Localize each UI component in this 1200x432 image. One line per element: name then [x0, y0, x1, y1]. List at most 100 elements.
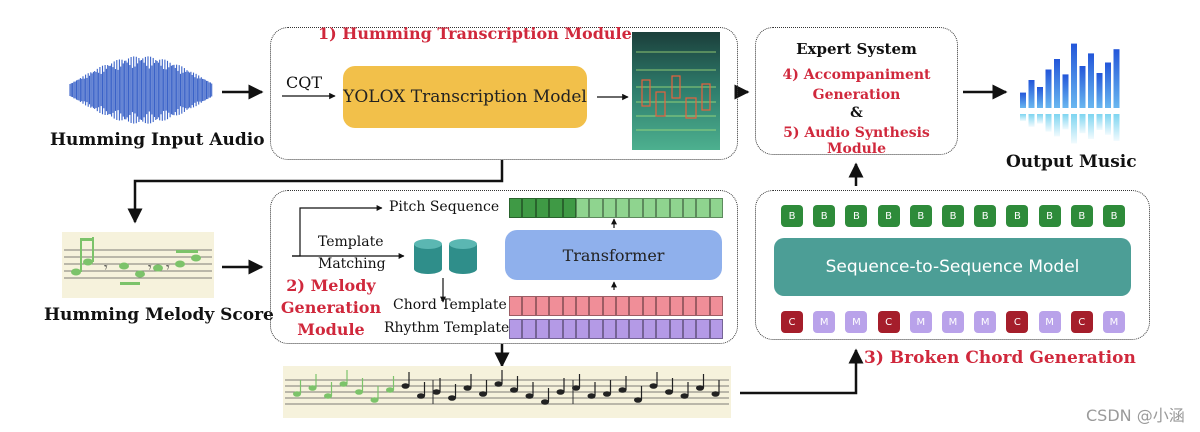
- strip-cell: [696, 296, 710, 316]
- melody-score-label: Humming Melody Score: [44, 305, 274, 325]
- strip-cell: [642, 296, 657, 316]
- accompaniment-label: 4) Accompaniment: [782, 67, 931, 83]
- strip-cell: [616, 198, 630, 218]
- watermark: CSDN @小涵: [1086, 406, 1185, 425]
- strip-cell: [629, 198, 643, 218]
- strip-cell: [562, 198, 576, 218]
- svg-text:𝄾: 𝄾: [166, 260, 170, 276]
- score-note: [386, 387, 394, 393]
- strip-cell: [549, 198, 563, 218]
- strip-cell: [575, 296, 590, 316]
- module2-title-line1: 2) Melody: [286, 276, 376, 295]
- strip-cell: [535, 296, 550, 316]
- score-note: [634, 397, 642, 403]
- strip-cell: [522, 319, 536, 339]
- strip-cell: [589, 296, 603, 316]
- equalizer-bar: [1062, 74, 1069, 108]
- strip-cell: [509, 198, 523, 218]
- strip-cell: [656, 296, 670, 316]
- equalizer-bar: [1079, 66, 1086, 108]
- strip-cell: [682, 198, 697, 218]
- equalizer-reflection: [1028, 114, 1035, 127]
- equalizer-icon: [1020, 43, 1120, 144]
- transformer-box: Transformer: [505, 230, 722, 280]
- strip-cell: [616, 296, 630, 316]
- chord-template-label: Chord Template: [393, 297, 507, 313]
- score-note: [401, 383, 410, 389]
- token-c: C: [1006, 311, 1029, 333]
- yolox-model-label: YOLOX Transcription Model: [343, 87, 587, 107]
- token-b: B: [909, 205, 932, 227]
- equalizer-reflection: [1096, 114, 1103, 130]
- token-b: B: [974, 205, 997, 227]
- svg-text:𝄾: 𝄾: [148, 260, 152, 276]
- cqt-label: CQT: [286, 73, 323, 92]
- database-icon: [414, 239, 442, 274]
- token-b: B: [845, 205, 868, 227]
- strip-cell: [575, 198, 590, 218]
- strip-cell: [682, 296, 697, 316]
- expert-system-box: [755, 27, 958, 155]
- equalizer-bar: [1096, 73, 1103, 108]
- score-note: [711, 391, 720, 397]
- equalizer-reflection: [1054, 114, 1060, 137]
- strip-cell: [549, 319, 563, 339]
- token-b: B: [1038, 205, 1061, 227]
- score-note: [370, 397, 379, 403]
- score-note: [463, 385, 472, 391]
- strip-cell: [509, 296, 523, 316]
- humming-input-label: Humming Input Audio: [50, 130, 265, 150]
- score-note: [448, 395, 456, 401]
- equalizer-bar: [1037, 87, 1043, 108]
- generation-label: Generation: [812, 87, 901, 103]
- equalizer-bar: [1054, 59, 1060, 108]
- melody-generation-module: [270, 190, 738, 344]
- token-b: B: [1103, 205, 1125, 227]
- template-label: Template: [318, 234, 384, 250]
- strip-cell: [656, 319, 670, 339]
- chord-template-strip: [509, 296, 723, 316]
- strip-cell: [589, 319, 603, 339]
- score-note: [603, 391, 611, 397]
- strip-cell: [589, 198, 603, 218]
- strip-cell: [629, 296, 643, 316]
- token-b: B: [942, 205, 964, 227]
- strip-cell: [656, 198, 670, 218]
- strip-cell: [562, 319, 576, 339]
- strip-cell: [642, 319, 657, 339]
- strip-cell: [616, 319, 630, 339]
- score-note: [572, 385, 580, 391]
- strip-cell: [602, 198, 616, 218]
- score-note: [417, 393, 425, 399]
- token-b: B: [813, 205, 836, 227]
- strip-cell: [669, 319, 683, 339]
- seq2seq-model-box: Sequence-to-Sequence Model: [774, 238, 1131, 296]
- module3-title: 3) Broken Chord Generation: [864, 348, 1136, 368]
- equalizer-bar: [1045, 69, 1052, 108]
- equalizer-reflection: [1062, 114, 1069, 130]
- rhythm-template-strip: [509, 319, 723, 339]
- strip-cell: [535, 198, 550, 218]
- strip-cell: [575, 319, 590, 339]
- score-note: [587, 393, 596, 399]
- score-icon: 𝄾𝄾𝄾: [62, 232, 214, 298]
- score-note: [339, 381, 348, 387]
- token-m: M: [1038, 311, 1061, 333]
- equalizer-reflection: [1079, 114, 1086, 134]
- token-b: B: [877, 205, 900, 227]
- score-note: [432, 389, 441, 395]
- ampersand-label: &: [850, 105, 863, 121]
- equalizer-reflection: [1105, 114, 1111, 135]
- equalizer-bar: [1020, 92, 1026, 108]
- token-m: M: [1103, 311, 1125, 333]
- token-b: B: [1006, 205, 1029, 227]
- score-note: [696, 385, 704, 391]
- strip-cell: [696, 319, 710, 339]
- equalizer-bar: [1071, 43, 1077, 108]
- database-icon: [449, 239, 477, 274]
- score-note: [510, 387, 518, 393]
- strip-cell: [602, 319, 616, 339]
- module1-title: 1) Humming Transcription Module: [318, 24, 632, 43]
- strip-cell: [682, 319, 697, 339]
